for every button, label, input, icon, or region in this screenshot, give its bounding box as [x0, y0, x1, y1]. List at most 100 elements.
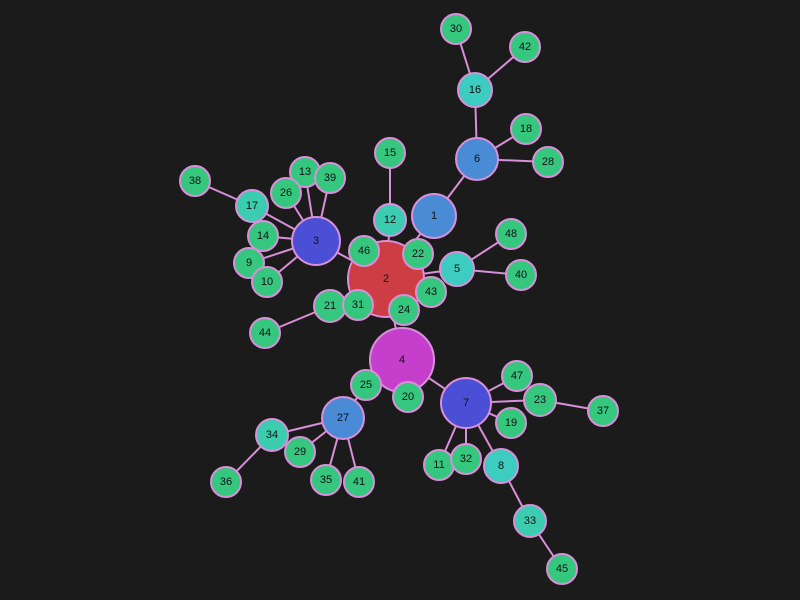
node-44[interactable]: 44 [249, 317, 281, 349]
node-18[interactable]: 18 [510, 113, 542, 145]
node-31[interactable]: 31 [342, 289, 374, 321]
node-40[interactable]: 40 [505, 259, 537, 291]
node-39[interactable]: 39 [314, 162, 346, 194]
node-23[interactable]: 23 [523, 383, 557, 417]
node-circle [235, 189, 269, 223]
node-label: 24 [398, 304, 410, 316]
node-label: 10 [261, 276, 273, 288]
node-46[interactable]: 46 [348, 235, 380, 267]
node-37[interactable]: 37 [587, 395, 619, 427]
node-label: 6 [474, 153, 480, 165]
node-circle [457, 72, 493, 108]
node-circle [440, 13, 472, 45]
node-42[interactable]: 42 [509, 31, 541, 63]
node-circle [523, 383, 557, 417]
node-19[interactable]: 19 [495, 407, 527, 439]
node-circle [501, 360, 533, 392]
node-34[interactable]: 34 [255, 418, 289, 452]
node-label: 30 [450, 23, 462, 35]
node-label: 31 [352, 299, 364, 311]
node-label: 37 [597, 405, 609, 417]
node-label: 47 [511, 370, 523, 382]
node-label: 1 [431, 210, 437, 222]
node-22[interactable]: 22 [402, 238, 434, 270]
node-circle [210, 466, 242, 498]
node-label: 46 [358, 245, 370, 257]
node-circle [532, 146, 564, 178]
node-label: 2 [383, 273, 389, 285]
node-circle [348, 235, 380, 267]
node-27[interactable]: 27 [321, 396, 365, 440]
node-circle [415, 276, 447, 308]
node-6[interactable]: 6 [455, 137, 499, 181]
node-circle [314, 162, 346, 194]
node-circle [455, 137, 499, 181]
node-label: 25 [360, 379, 372, 391]
node-label: 45 [556, 563, 568, 575]
node-circle [510, 113, 542, 145]
node-14[interactable]: 14 [247, 220, 279, 252]
node-label: 38 [189, 175, 201, 187]
node-16[interactable]: 16 [457, 72, 493, 108]
node-layer: 2473162758161217212333349101113141518192… [179, 13, 619, 585]
node-12[interactable]: 12 [373, 203, 407, 237]
node-circle [373, 203, 407, 237]
node-3[interactable]: 3 [291, 216, 341, 266]
node-17[interactable]: 17 [235, 189, 269, 223]
node-circle [374, 137, 406, 169]
node-26[interactable]: 26 [270, 177, 302, 209]
node-label: 5 [454, 263, 460, 275]
node-41[interactable]: 41 [343, 466, 375, 498]
node-circle [179, 165, 211, 197]
node-label: 26 [280, 187, 292, 199]
node-circle [402, 238, 434, 270]
node-circle [343, 466, 375, 498]
node-label: 40 [515, 269, 527, 281]
node-21[interactable]: 21 [313, 289, 347, 323]
node-36[interactable]: 36 [210, 466, 242, 498]
node-label: 4 [399, 354, 405, 366]
node-47[interactable]: 47 [501, 360, 533, 392]
node-20[interactable]: 20 [392, 381, 424, 413]
node-circle [392, 381, 424, 413]
node-25[interactable]: 25 [350, 369, 382, 401]
node-label: 33 [524, 515, 536, 527]
node-label: 16 [469, 84, 481, 96]
node-28[interactable]: 28 [532, 146, 564, 178]
node-circle [321, 396, 365, 440]
node-8[interactable]: 8 [483, 448, 519, 484]
node-5[interactable]: 5 [439, 251, 475, 287]
node-30[interactable]: 30 [440, 13, 472, 45]
node-label: 14 [257, 230, 269, 242]
node-24[interactable]: 24 [388, 294, 420, 326]
node-11[interactable]: 11 [423, 449, 455, 481]
node-label: 41 [353, 476, 365, 488]
node-label: 34 [266, 429, 278, 441]
node-43[interactable]: 43 [415, 276, 447, 308]
node-13[interactable]: 13 [289, 156, 321, 188]
node-label: 19 [505, 417, 517, 429]
node-32[interactable]: 32 [450, 443, 482, 475]
node-circle [251, 266, 283, 298]
node-29[interactable]: 29 [284, 436, 316, 468]
node-1[interactable]: 1 [411, 193, 457, 239]
node-circle [439, 251, 475, 287]
node-48[interactable]: 48 [495, 218, 527, 250]
node-label: 36 [220, 476, 232, 488]
node-15[interactable]: 15 [374, 137, 406, 169]
node-circle [411, 193, 457, 239]
node-label: 18 [520, 123, 532, 135]
node-circle [483, 448, 519, 484]
node-circle [495, 218, 527, 250]
node-38[interactable]: 38 [179, 165, 211, 197]
node-label: 35 [320, 474, 332, 486]
node-33[interactable]: 33 [513, 504, 547, 538]
node-label: 44 [259, 327, 271, 339]
node-45[interactable]: 45 [546, 553, 578, 585]
node-10[interactable]: 10 [251, 266, 283, 298]
node-7[interactable]: 7 [440, 377, 492, 429]
node-label: 29 [294, 446, 306, 458]
node-circle [546, 553, 578, 585]
node-35[interactable]: 35 [310, 464, 342, 496]
node-label: 23 [534, 394, 546, 406]
